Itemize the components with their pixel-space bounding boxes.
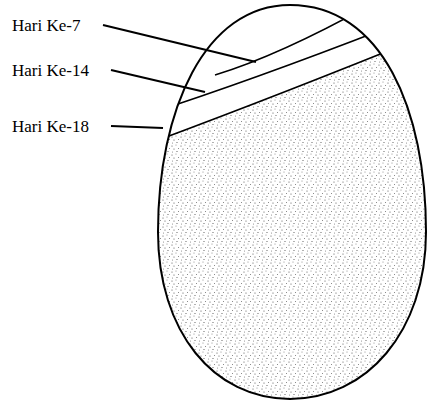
air-cell-line: [215, 5, 370, 75]
day-label: Hari Ke-14: [12, 62, 89, 79]
air-cell-line: [175, 15, 420, 105]
day-label: Hari Ke-7: [12, 17, 80, 34]
egg-outline: [158, 5, 426, 399]
leader-line: [111, 126, 163, 128]
leader-line: [111, 70, 205, 92]
leader-line: [103, 25, 256, 62]
day-label: Hari Ke-18: [12, 118, 89, 135]
